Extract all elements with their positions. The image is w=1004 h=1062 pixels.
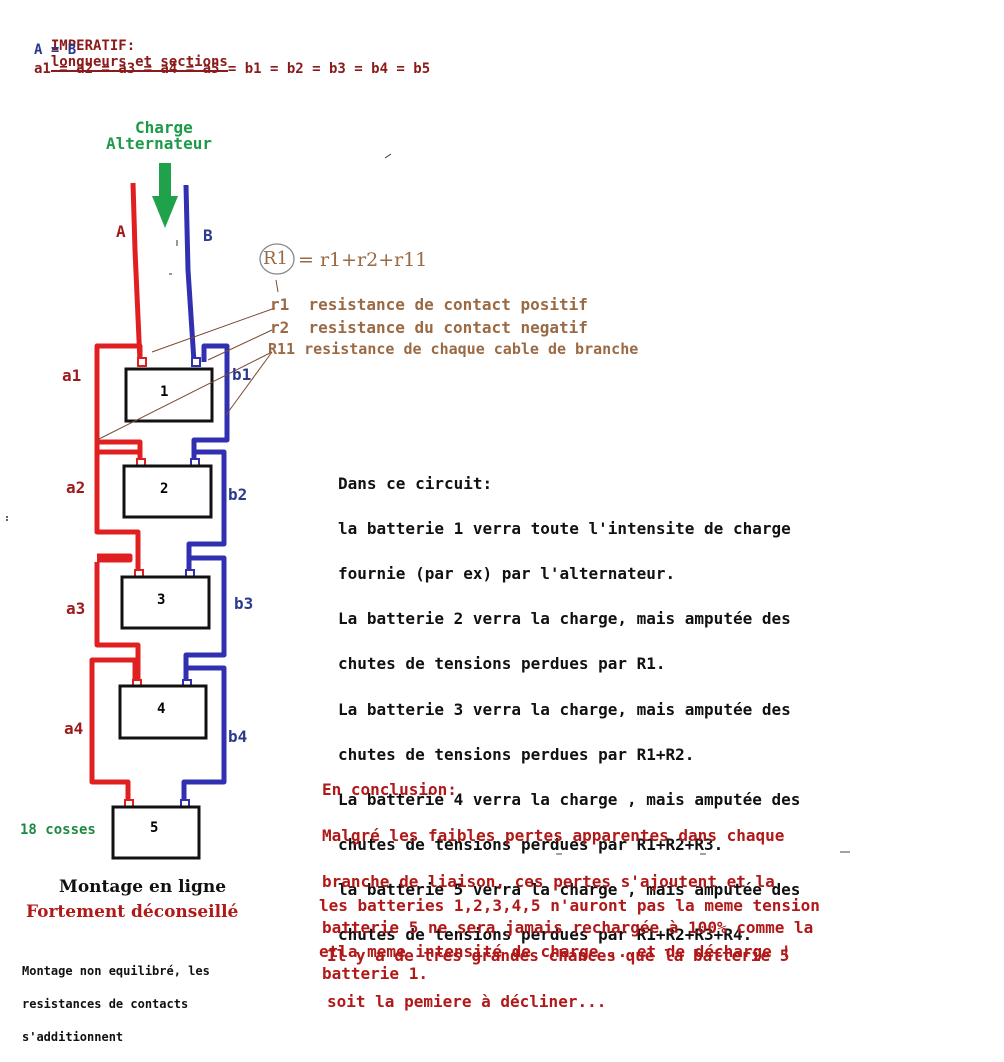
battery-2 — [122, 464, 213, 519]
explanation-line: chutes de tensions perdues par R1+R2. — [338, 744, 695, 764]
battery-3 — [120, 575, 211, 630]
tension-line: etla meme intensité de charge ...et de d… — [319, 942, 792, 961]
legend-r1-text: resistance de contact positif — [308, 295, 588, 314]
explanation-line: chutes de tensions perdues par R1+R2+R3+… — [338, 925, 753, 945]
cable-b1-label: b1 — [232, 365, 252, 384]
battery-2-label: 2 — [160, 481, 169, 497]
conclusion-line: batterie 5 ne sera jamais rechargée à 10… — [322, 918, 814, 937]
explanation-line: Dans ce circuit: — [338, 473, 493, 493]
footnote: Montage non equilibré, les resistances d… — [22, 946, 210, 1062]
legend-r11-symbol: R11 — [268, 340, 296, 358]
cable-a-label: A — [116, 222, 126, 241]
legend-r2-text: resistance du contact negatif — [308, 318, 588, 337]
montage-warning: Fortement déconseillé — [26, 902, 239, 922]
imperatif-title: longueurs et sections — [50, 54, 228, 72]
legend-r2: r2 resistance du contact negatif — [270, 318, 588, 337]
alternateur-label: Alternateur — [106, 134, 212, 153]
conclusion-line: branche de liaison, ces pertes s'ajouten… — [322, 872, 775, 891]
battery-wiring-diagram — [6, 153, 850, 860]
cosses-count: 18 cosses — [20, 822, 96, 838]
tension-block: les batteries 1,2,3,4,5 n'auront pas la … — [319, 871, 820, 986]
battery-4-label: 4 — [157, 701, 166, 717]
conclusion-line: En conclusion: — [322, 780, 457, 799]
conclusion-line: batterie 1. — [322, 964, 428, 983]
explanation-line: la batterie 5 verra la charge , mais amp… — [338, 880, 801, 900]
formula-r1: R1 — [263, 248, 289, 269]
imperatif-label: IMPERATIF: — [50, 38, 136, 54]
header-equation-cables: a1 = a2 = a3 = a4 = a5 = b1 = b2 = b3 = … — [34, 61, 431, 77]
cable-b-label: B — [203, 226, 213, 245]
battery-3-label: 3 — [157, 592, 166, 608]
cable-a4-label: a4 — [64, 719, 84, 738]
montage-title: Montage en ligne — [59, 877, 227, 897]
legend-r1: r1 resistance de contact positif — [270, 295, 588, 314]
explanation-line: la batterie 1 verra toute l'intensite de… — [338, 518, 791, 538]
battery-5-label: 5 — [150, 820, 159, 836]
footnote-line: Montage non equilibré, les — [22, 963, 210, 978]
explanation-line: fournie (par ex) par l'alternateur. — [338, 563, 676, 583]
battery-1 — [124, 367, 214, 423]
decline-line: Il y a de trés grandes chances que la ba… — [327, 946, 790, 965]
legend-r11-text: resistance de chaque cable de branche — [304, 340, 639, 358]
cable-a3-label: a3 — [66, 599, 86, 618]
charge-arrow-icon — [152, 163, 178, 228]
legend-r2-symbol: r2 — [270, 318, 290, 337]
legend-r1-symbol: r1 — [270, 295, 290, 314]
cable-b3-label: b3 — [234, 594, 254, 613]
explanation-line: La batterie 2 verra la charge, mais ampu… — [338, 609, 791, 629]
cable-b4-label: b4 — [228, 727, 248, 746]
tension-line: les batteries 1,2,3,4,5 n'auront pas la … — [319, 896, 820, 915]
formula-expression: = r1+r2+r11 — [298, 249, 428, 271]
explanation-line: La batterie 3 verra la charge, mais ampu… — [338, 699, 791, 719]
header-equation-ab: A = B — [34, 42, 77, 58]
legend-r11: R11 resistance de chaque cable de branch… — [268, 340, 638, 358]
explanation-line: chutes de tensions perdues par R1+R2+R3. — [338, 835, 724, 855]
negative-wiring — [181, 184, 230, 805]
terminals — [124, 357, 201, 809]
footnote-line: resistances de contacts — [22, 996, 189, 1011]
explanation-block: Dans ce circuit: la batterie 1 verra tou… — [338, 450, 800, 970]
footnote-line: s'additionnent — [22, 1029, 124, 1044]
leader-lines — [96, 279, 279, 441]
cable-a2-label: a2 — [66, 478, 86, 497]
conclusion-line: Malgré les faibles pertes apparentes dan… — [322, 826, 785, 845]
decline-line: soit la pemiere à décliner... — [327, 992, 607, 1011]
explanation-line: La batterie 4 verra la charge , mais amp… — [338, 789, 801, 809]
battery-5 — [111, 805, 201, 860]
conclusion-block: En conclusion: Malgré les faibles pertes… — [322, 755, 813, 1008]
header-imperatif: IMPERATIF: longueurs et sections — [34, 22, 228, 72]
decline-block: Il y a de trés grandes chances que la ba… — [327, 921, 789, 1036]
explanation-line: chutes de tensions perdues par R1. — [338, 654, 666, 674]
positive-wiring — [89, 182, 143, 805]
battery-1-label: 1 — [160, 384, 169, 400]
battery-4 — [118, 684, 208, 740]
cable-b2-label: b2 — [228, 485, 248, 504]
r1-circle — [259, 243, 295, 275]
cable-a1-label: a1 — [62, 366, 82, 385]
charge-label: Charge — [135, 118, 193, 137]
